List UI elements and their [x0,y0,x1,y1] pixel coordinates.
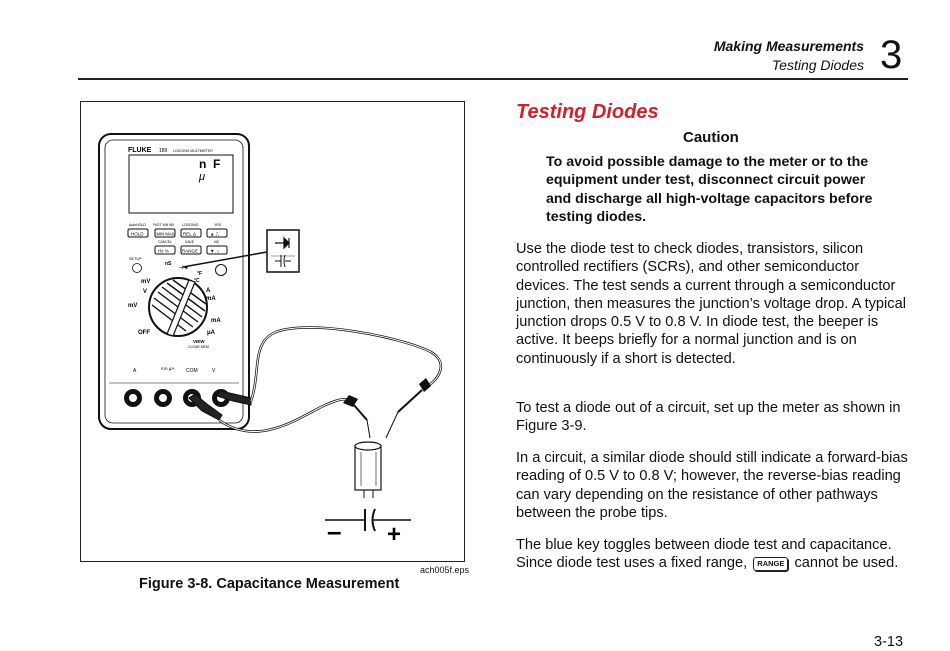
paragraph-diode-test: Use the diode test to check diodes, tran… [516,241,906,367]
label-ma: mA [206,296,216,302]
polarity-plus: + [387,521,401,548]
display-mu: μ [198,171,205,183]
caution-text: To avoid possible damage to the meter or… [546,154,873,226]
label-v: V [143,289,147,295]
display-n: n [199,157,206,171]
label-diode: ⊣◄ [179,265,188,271]
label-off: OFF [138,330,150,336]
blue-key-text: The blue key toggles between diode test … [516,537,892,572]
label-clear-mem: CLEAR MEM [188,345,209,349]
meter-brand: FLUKE [128,147,152,154]
label-ua: μA [207,330,216,336]
button-minmax: MIN MAX [154,228,176,238]
header-rule [78,78,908,80]
paragraph-blue-key: The blue key toggles between diode test … [516,536,911,573]
capacitor-symbol [325,508,411,532]
label-yes: YES [214,223,222,227]
svg-text:MIN MAX: MIN MAX [157,232,175,237]
setup-icon [132,263,142,273]
chapter-number: 3 [880,33,903,77]
meter-model: 189 [159,148,168,154]
label-logging: LOGGING [182,223,199,227]
blue-key-text-end: cannot be used. [794,555,899,572]
figure-frame: FLUKE 189 LOGGING MULTIMETER n F μ AutoH… [80,101,465,562]
label-save: SAVE [185,240,195,244]
svg-text:REL Δ: REL Δ [183,232,196,237]
label-view: VIEW [193,339,205,344]
red-probe [385,378,431,439]
paragraph-out-of-circuit: To test a diode out of a circuit, set up… [516,400,901,435]
jack-label-com: COM [186,368,198,374]
button-hold: HOLD [127,228,149,238]
jack-label-a: A [133,368,137,374]
multimeter-illustration: FLUKE 189 LOGGING MULTIMETER n F μ AutoH… [98,133,443,548]
label-c: °C [194,278,200,284]
label-f: °F [197,271,202,277]
label-setup: SETUP [129,257,142,261]
caution-heading: Caution [683,129,739,146]
meter-model-desc: LOGGING MULTIMETER [173,149,213,153]
page-number: 3-13 [874,634,904,650]
label-fast-mnmx: FAST MN MX [153,223,175,227]
label-ns: nS [165,261,172,267]
display-f: F [213,157,220,171]
label-ma2: mA [211,318,221,324]
jack-label-mau: mA μA [161,366,174,371]
button-down: ▼ ☼ [206,245,228,255]
button-rel: REL Δ [180,228,202,238]
section-title: Testing Diodes [516,101,659,123]
diode-capacitance-callout [182,229,300,273]
figure-caption: Figure 3-8. Capacitance Measurement [139,576,400,592]
svg-text:RANGE: RANGE [182,249,198,254]
figure-file-name: ach005f.eps [420,565,470,575]
meter-display [128,154,234,214]
paragraph-in-circuit: In a circuit, a similar diode should sti… [516,450,908,521]
header-subtitle: Testing Diodes [771,57,864,73]
svg-text:▲ ⎍: ▲ ⎍ [210,232,220,237]
svg-text:▼ ☼: ▼ ☼ [210,249,220,254]
black-probe [343,395,371,439]
blue-key-icon [215,264,227,276]
label-autohold: AutoHOLD [129,223,146,227]
button-range: RANGE [180,245,202,255]
label-cancel: CANCEL [158,240,172,244]
button-hz: Hz % [154,245,176,255]
range-key-icon: RANGE [753,557,789,572]
jack-label-v: V [212,368,216,374]
capacitor [354,441,382,498]
polarity-minus: – [327,516,341,546]
svg-text:Hz %: Hz % [158,249,169,254]
svg-text:HOLD: HOLD [131,232,144,237]
button-up: ▲ ⎍ [206,228,228,238]
label-mv2: mV [128,303,137,309]
label-no: NO [214,240,220,244]
header-title: Making Measurements [713,38,864,54]
label-mv: mV [141,279,150,285]
label-a: A [206,288,211,294]
